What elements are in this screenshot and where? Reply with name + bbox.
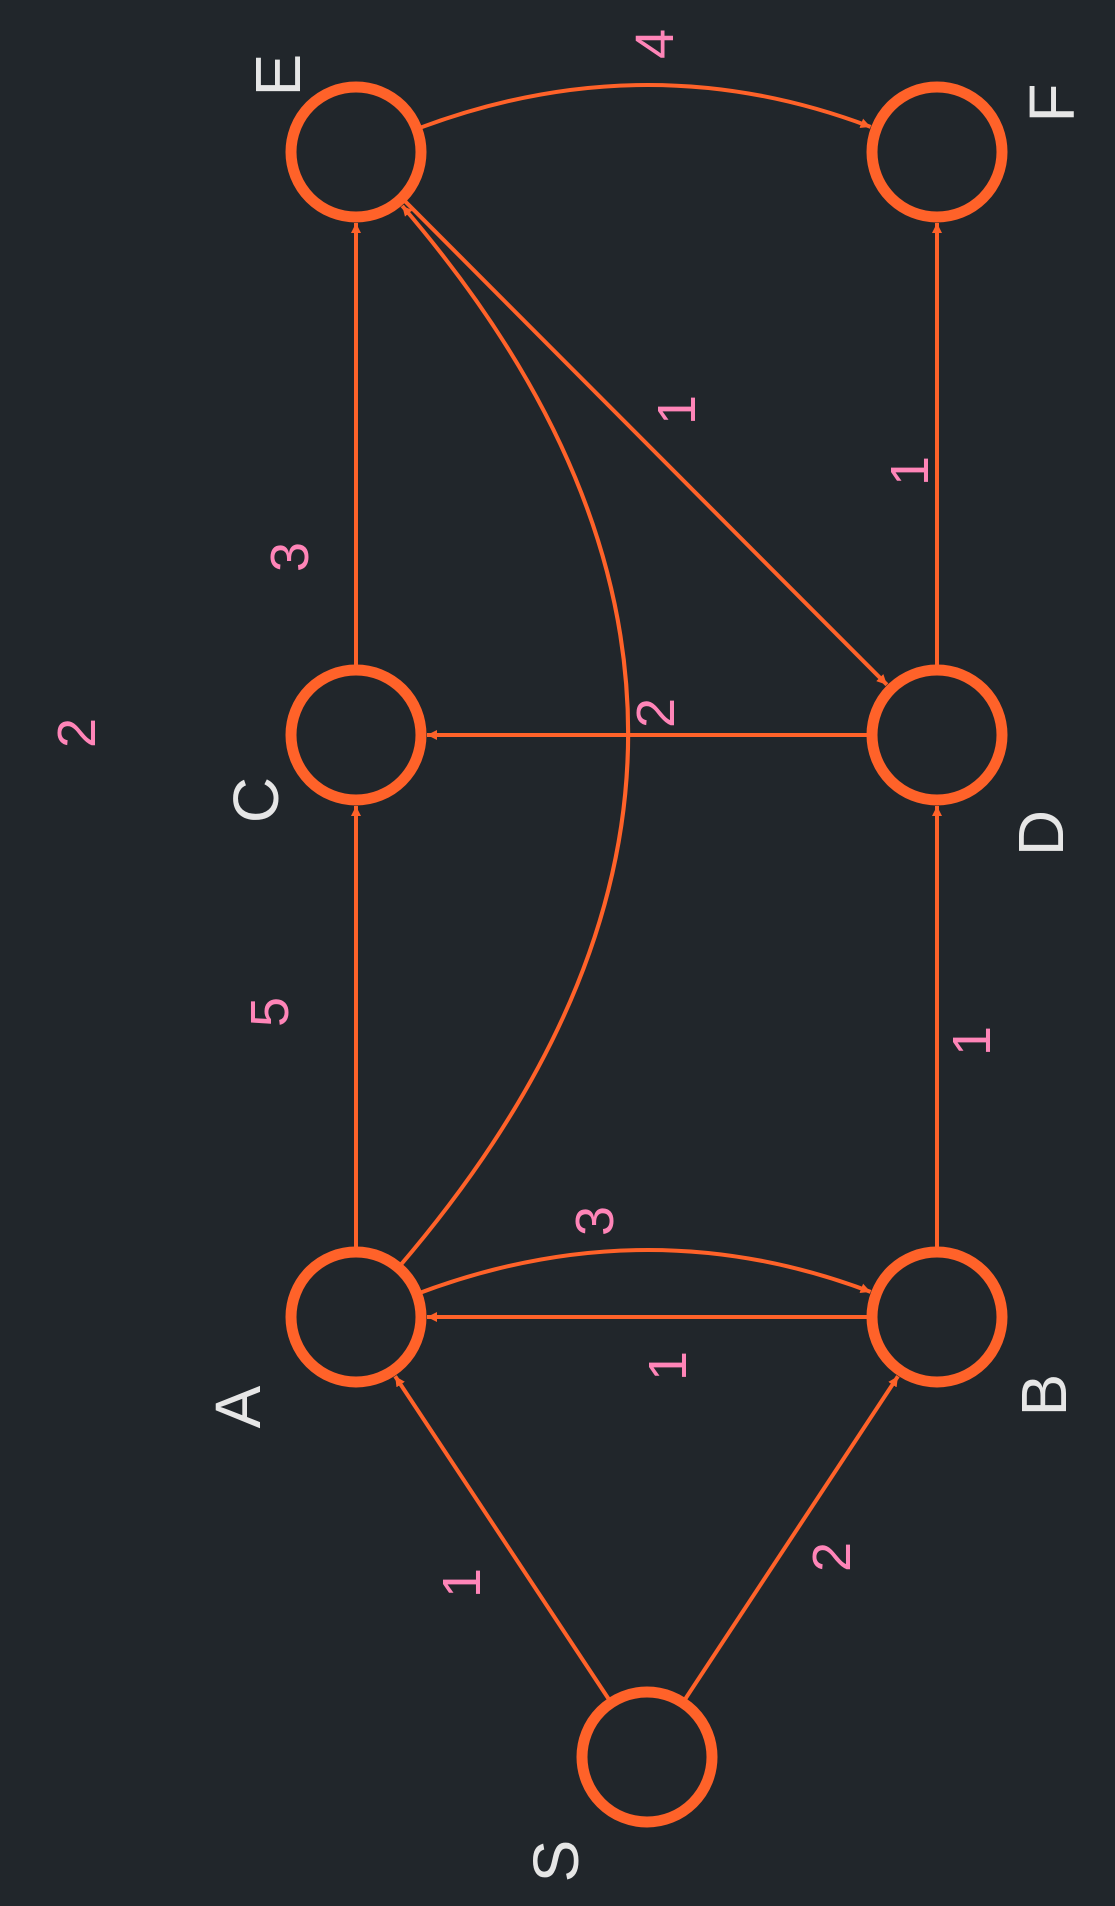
- edge-a-b: [416, 1247, 872, 1296]
- edge-s-b: [681, 1375, 900, 1704]
- edge-weight-d-c: 2: [626, 698, 686, 728]
- node-label-f: F: [1016, 83, 1088, 122]
- edge-s-a: [393, 1375, 613, 1704]
- node-e: [285, 81, 427, 223]
- node-label-c: C: [220, 777, 292, 823]
- node-label-b: B: [1008, 1374, 1080, 1417]
- edge-weight-e-f: 4: [625, 29, 685, 59]
- node-a: [285, 1246, 427, 1388]
- node-b: [866, 1246, 1008, 1388]
- nodes: [285, 81, 1008, 1828]
- node-c: [285, 664, 427, 806]
- edge-e-f: [416, 82, 872, 131]
- edge-weight-b-d: 1: [942, 1026, 1002, 1056]
- edge-weight-c-e: 3: [260, 542, 320, 572]
- edge-weight-b-a: 1: [638, 1351, 698, 1381]
- edge-weight-e-d: 1: [647, 395, 707, 425]
- node-d: [866, 664, 1008, 806]
- edge-weight-a-b: 3: [565, 1206, 625, 1236]
- node-label-e: E: [242, 54, 314, 97]
- node-label-s: S: [520, 1840, 592, 1883]
- edge-weight-d-f: 1: [880, 456, 940, 486]
- edge-weight-s-a: 1: [432, 1568, 492, 1598]
- edges: [351, 82, 942, 1704]
- edge-weight-a-e: 2: [47, 718, 107, 748]
- node-f: [866, 81, 1008, 223]
- node-label-d: D: [1005, 810, 1077, 856]
- node-labels: S A B C D E F: [202, 54, 1088, 1883]
- edge-weight-s-b: 2: [802, 1542, 862, 1572]
- edge-weight-a-c: 5: [240, 997, 300, 1027]
- edge-weights: 1 2 3 1 5 2 1 2 3 1 1 4: [47, 29, 1002, 1598]
- node-label-a: A: [202, 1385, 274, 1428]
- edge-e-d: [400, 196, 889, 687]
- node-s: [576, 1686, 718, 1828]
